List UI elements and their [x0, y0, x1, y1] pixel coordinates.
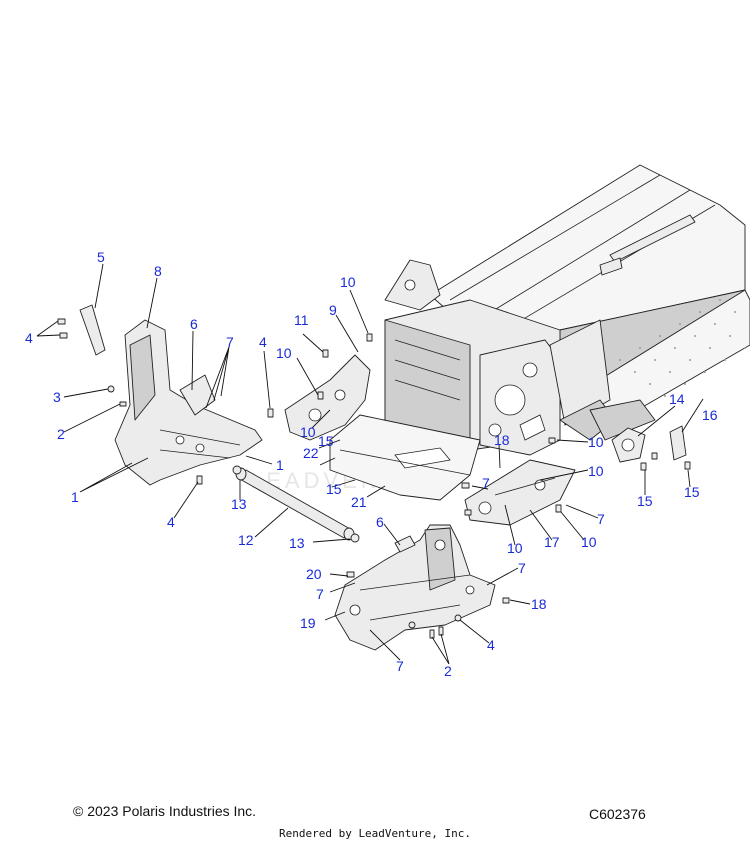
callout-7-mid: 7 — [482, 475, 490, 491]
clip-6-lower — [394, 535, 416, 553]
callout-21: 21 — [351, 494, 367, 510]
callout-6-lower: 6 — [376, 514, 384, 530]
callout-11: 11 — [294, 312, 309, 328]
callout-3: 3 — [53, 389, 61, 405]
callout-2-left: 2 — [57, 426, 65, 442]
callout-20: 20 — [306, 566, 322, 582]
callout-10-b: 10 — [300, 424, 316, 440]
fasteners — [57, 318, 691, 639]
left-suspension-bracket — [284, 354, 371, 441]
upper-bracket — [79, 304, 106, 356]
leader-lines — [36, 263, 704, 665]
callout-4-mid: 4 — [167, 514, 175, 530]
rendered-by-credit: Rendered by LeadVenture, Inc. — [278, 827, 472, 840]
callout-10-d: 10 — [588, 463, 604, 479]
callout-12: 12 — [238, 532, 254, 548]
callout-13-lower: 13 — [289, 535, 305, 551]
callout-18-lower: 18 — [531, 596, 547, 612]
gusset-plate — [179, 374, 216, 416]
cross-tube — [235, 467, 355, 541]
callout-9: 9 — [329, 302, 337, 318]
callout-7-bottom: 7 — [396, 658, 404, 674]
callout-7-lower-right: 7 — [518, 560, 526, 576]
tunnel-assembly — [384, 164, 750, 456]
callout-22: 22 — [303, 445, 319, 461]
callout-2-lower: 2 — [444, 663, 452, 679]
right-suspension-bracket — [464, 459, 576, 526]
callout-10-c: 10 — [588, 434, 604, 450]
callout-4-upper: 4 — [259, 334, 267, 350]
callout-15-d: 15 — [684, 484, 700, 500]
callout-labels: 5 8 4 6 7 3 2 1 1 4 13 12 13 4 11 10 10 … — [25, 249, 718, 679]
diagram-code: C602376 — [589, 806, 646, 822]
callout-4-lower: 4 — [487, 637, 495, 653]
callout-14: 14 — [669, 391, 685, 407]
skid-plate — [329, 414, 481, 501]
callout-19: 19 — [300, 615, 316, 631]
copyright-notice: © 2023 Polaris Industries Inc. — [73, 803, 257, 819]
callout-8: 8 — [154, 263, 162, 279]
callout-4-left: 4 — [25, 330, 33, 346]
lower-front-bracket — [334, 524, 496, 651]
callout-17: 17 — [544, 534, 560, 550]
side-bracket — [669, 425, 687, 461]
callout-15-b: 15 — [326, 481, 342, 497]
callout-13-upper: 13 — [231, 496, 247, 512]
callout-7-lower-left: 7 — [316, 586, 324, 602]
callout-16: 16 — [702, 407, 718, 423]
callout-7-upper: 7 — [226, 334, 234, 350]
callout-15-a: 15 — [318, 433, 334, 449]
callout-10-a: 10 — [276, 345, 292, 361]
callout-5: 5 — [97, 249, 105, 265]
callout-10-f: 10 — [507, 540, 523, 556]
callout-6-upper: 6 — [190, 316, 198, 332]
deck-dot-grid — [619, 299, 746, 397]
callout-1-left: 1 — [71, 489, 79, 505]
bearing-hole — [621, 438, 635, 452]
callout-18-upper: 18 — [494, 432, 510, 448]
callout-10-e: 10 — [581, 534, 597, 550]
callout-15-c: 15 — [637, 493, 653, 509]
callout-1-right: 1 — [276, 457, 284, 473]
callout-10-top: 10 — [340, 274, 356, 290]
callout-7-right: 7 — [597, 511, 605, 527]
